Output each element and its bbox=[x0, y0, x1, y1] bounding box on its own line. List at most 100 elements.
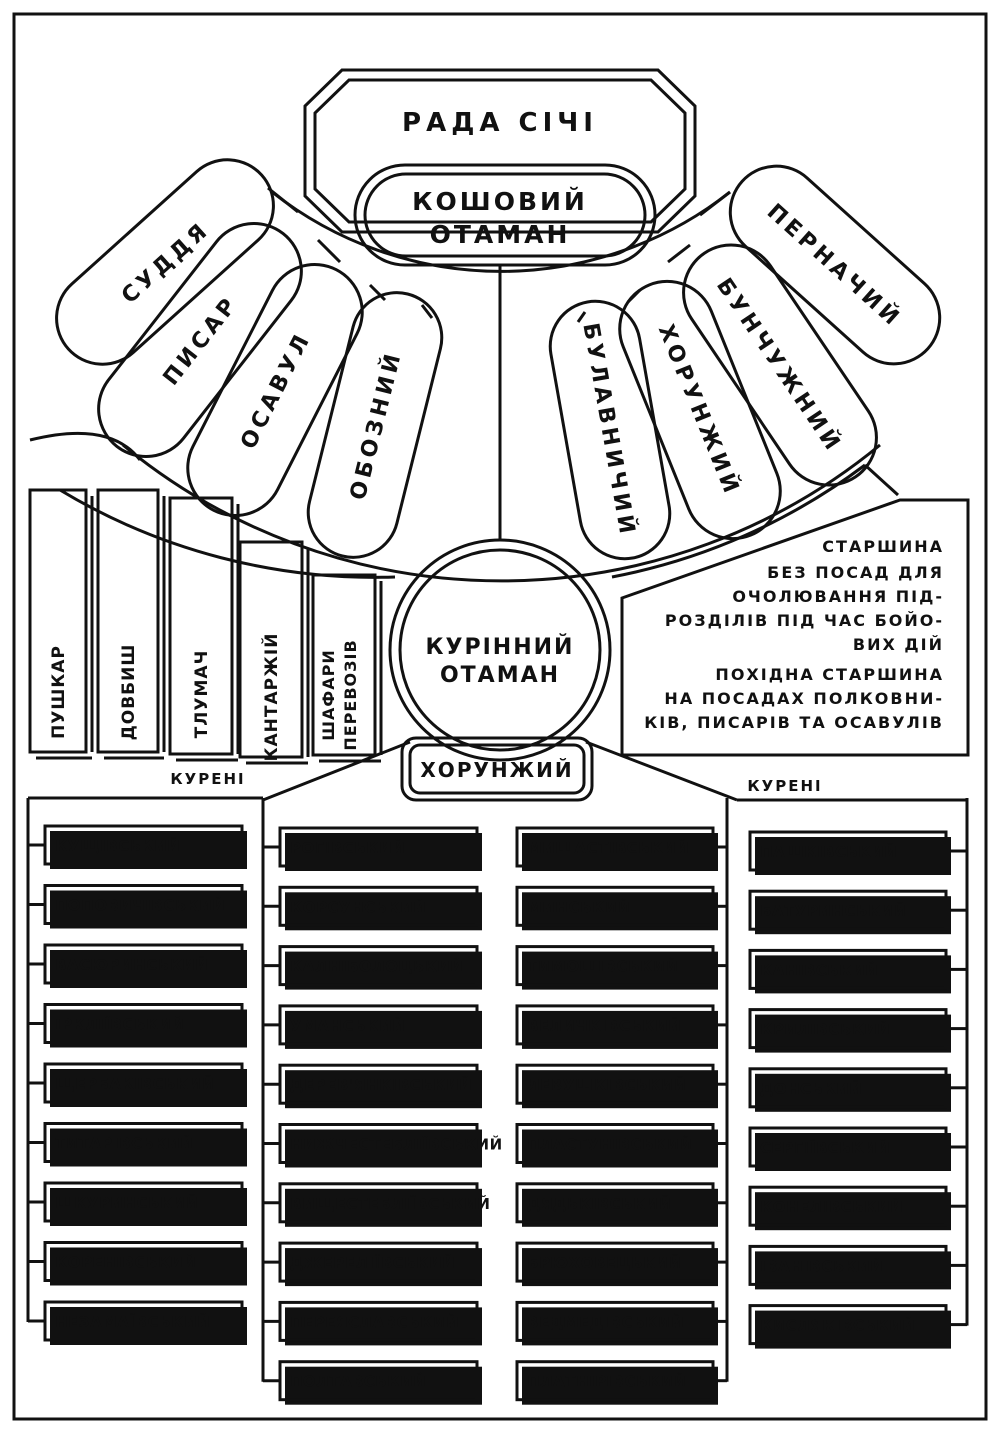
kuren-name: ПАШКІВСЬКИЙ bbox=[760, 842, 897, 861]
rada-sichi-label: РАДА СІЧІ bbox=[402, 108, 598, 138]
kuren-column-2: РОГІВСЬКИЙ КОРСУНСЬКИЙ КАЛНІБОЛОЦЬКИЙ УМАНС… bbox=[261, 798, 503, 1405]
kuren-name: ІРКЛІЇВСЬКИЙ bbox=[55, 1015, 185, 1034]
officer-булавничий-label: БУЛАВНИЧИЙ bbox=[577, 321, 640, 539]
kurinnyi-line2: ОТАМАН bbox=[440, 663, 560, 688]
kuren-item: КРИЛІВСЬКИЙ bbox=[748, 1008, 967, 1053]
kuren-item: РОГІВСЬКИЙ bbox=[263, 826, 482, 871]
officer-кантаржій: КАНТАРЖІЙ bbox=[238, 540, 310, 765]
kurinnyi-line1: КУРІННИЙ bbox=[426, 634, 575, 660]
kuren-item: ВЕДМЕДІВСЬКИЙ bbox=[515, 1300, 727, 1346]
left-kuren-connector bbox=[262, 740, 411, 802]
kuren-item: ПАШКІВСЬКИЙ bbox=[748, 830, 967, 875]
officer-connector bbox=[576, 311, 587, 323]
kuren-item: ДЕРЕВ'ЯНКІВСЬКИЙ bbox=[263, 1063, 482, 1109]
kuren-item: ВАСЮРИНСЬКИЙ bbox=[28, 943, 247, 988]
rada-sichi-box: РАДА СІЧІ bbox=[303, 68, 697, 234]
kuren-name: ДОНСЬКИЙ bbox=[760, 1079, 862, 1098]
kuren-item: БАТУРИНСЬКИЙ bbox=[748, 889, 967, 935]
kuren-name: ТИТАРІВСЬКИЙ bbox=[55, 1134, 193, 1153]
kuren-name: НИЖЧЕСТЕБЛІЇВСЬКИЙ bbox=[290, 1135, 503, 1154]
koshovyi-line2: ОТАМАН bbox=[430, 220, 571, 249]
officer-хорунжий-label: ХОРУНЖИЙ bbox=[653, 321, 746, 500]
kureni-left-label: КУРЕНІ bbox=[170, 770, 245, 788]
kuren-name: БАТУРИНСЬКИЙ bbox=[760, 901, 907, 920]
kuren-name: ТИМОШІВСЬКИЙ bbox=[527, 957, 679, 976]
kuren-item: МИШАСТІВСЬКИЙ bbox=[515, 826, 727, 871]
officer-обозний-label: ОБОЗНИЙ bbox=[345, 348, 407, 503]
kuren-item: КОРСУНСЬКИЙ bbox=[263, 885, 482, 931]
kuren-name: КОРЕНІВСЬКИЙ bbox=[55, 1253, 197, 1272]
kuren-item: КОНЕЛІВСЬКИЙ bbox=[748, 1185, 967, 1231]
kuren-column-4: ПАШКІВСЬКИЙ БАТУРИНСЬКИЙ КАНІВСЬКИЙ КРИЛІВС… bbox=[748, 798, 969, 1349]
officer-пушкар: ПУШКАР bbox=[28, 488, 94, 760]
kuren-item: КАЛНІБОЛОЦЬКИЙ bbox=[263, 945, 482, 990]
elders-note-line: СТАРШИНА bbox=[822, 537, 944, 556]
kuren-item: КУЩІВСЬКИЙ bbox=[28, 824, 247, 869]
kuren-name: ЛЕВУШКІВСЬКИЙ bbox=[527, 1075, 687, 1094]
kuren-name: ДЕРЕВ'ЯНКІВСЬКИЙ bbox=[290, 1075, 472, 1094]
officer-shafary-perevoziv-label-1: ПЕРЕВОЗІВ bbox=[341, 639, 360, 750]
kuren-name: МИНСЬКИЙ bbox=[527, 897, 631, 916]
kuren-name: ВИЩЕСТЕБЛІЇВСЬКИЙ bbox=[290, 1194, 490, 1213]
kuren-item: ТИТАРІВСЬКИЙ bbox=[28, 1122, 247, 1167]
kuren-name: ЩЕРБАКІВСЬКИЙ bbox=[55, 1074, 215, 1093]
officer-connector bbox=[267, 186, 299, 214]
kuren-column-1: КУЩІВСЬКИЙ ПОПОВИЧІВСЬКИЙ ВАСЮРИНСЬКИЙ ІРКЛ… bbox=[26, 798, 247, 1345]
khorunzhyi-box: ХОРУНЖИЙ bbox=[400, 736, 594, 802]
kuren-item: БРЮХОВЕЦЬКИЙ bbox=[515, 1241, 727, 1287]
officer-connector bbox=[368, 283, 387, 302]
koshovyi-line1: КОШОВИЙ bbox=[412, 187, 588, 216]
kuren-item: КИСЛЯКІВСЬКИЙ bbox=[748, 1304, 967, 1349]
kuren-columns: КУЩІВСЬКИЙ ПОПОВИЧІВСЬКИЙ ВАСЮРИНСЬКИЙ ІРКЛ… bbox=[26, 798, 969, 1405]
kuren-name: ВАСЮРИНСЬКИЙ bbox=[55, 955, 209, 974]
kuren-name: КАЛНІБОЛОЦЬКИЙ bbox=[290, 957, 464, 976]
kuren-item: ДОНСЬКИЙ bbox=[748, 1067, 967, 1112]
kuren-name: КИСЛЯКІВСЬКИЙ bbox=[760, 1316, 915, 1335]
kuren-name: КОНЕЛІВСЬКИЙ bbox=[760, 1197, 903, 1216]
kuren-item: КАНІВСЬКИЙ bbox=[748, 948, 967, 994]
officer-перначий-label: ПЕРНАЧИЙ bbox=[762, 199, 907, 333]
kuren-item: ТИМОШІВСЬКИЙ bbox=[515, 945, 727, 990]
kuren-name: БРЮХОВЕЦЬКИЙ bbox=[527, 1253, 682, 1272]
officer-обозний: ОБОЗНИЙ bbox=[306, 291, 444, 559]
kuren-column-3: МИШАСТІВСЬКИЙМИНСЬКИЙТИМОШІВСЬКИЙВЕЛИЧКІ… bbox=[515, 798, 729, 1405]
elders-note-line: НА ПОСАДАХ ПОЛКОВНИ- bbox=[664, 689, 944, 708]
lower-arc-band bbox=[29, 431, 900, 579]
elders-note-line: ОЧОЛЮВАННЯ ПІД- bbox=[732, 587, 944, 606]
kuren-name: ШКУРИНСЬКИЙ bbox=[55, 1193, 199, 1212]
kuren-item: ДЯДЬКІВСЬКИЙ bbox=[515, 1182, 727, 1227]
officer-тлумач-label: ТЛУМАЧ bbox=[192, 650, 212, 739]
officer-connector bbox=[420, 304, 434, 319]
officer-тлумач: ТЛУМАЧ bbox=[168, 496, 240, 762]
kuren-name: КАНІВСЬКИЙ bbox=[760, 960, 878, 979]
kuren-item: УМАНСЬКИЙ bbox=[263, 1004, 482, 1049]
kuren-item: ПЛАТНІРІВСЬКИЙ bbox=[515, 1360, 727, 1405]
elders-note-line: РОЗДІЛІВ ПІД ЧАС БОЙО- bbox=[665, 611, 944, 630]
officer-перначий: ПЕРНАЧИЙ bbox=[728, 164, 942, 366]
officer-shafary-perevoziv-label-0: ШАФАРИ bbox=[319, 649, 338, 741]
kuren-name: ПЛАТНІРІВСЬКИЙ bbox=[527, 1372, 687, 1391]
kuren-name: ПЛАСТУНІВСЬКИЙ bbox=[527, 1135, 693, 1154]
kuren-name: РОГІВСЬКИЙ bbox=[290, 838, 405, 857]
kuren-item: НИЖЧЕСТЕБЛІЇВСЬКИЙ bbox=[263, 1123, 503, 1168]
elders-note-line: КІВ, ПИСАРІВ ТА ОСАВУЛІВ bbox=[644, 713, 944, 732]
kuren-item: ПОПОВИЧІВСЬКИЙ bbox=[28, 884, 247, 929]
officer-connector bbox=[667, 243, 691, 264]
officer-пушкар-label: ПУШКАР bbox=[49, 645, 69, 739]
kuren-name: ВЕДМЕДІВСЬКИЙ bbox=[527, 1312, 684, 1331]
kuren-item: ПЕРЕЯСЛАВСЬКИЙ bbox=[263, 1300, 482, 1346]
kuren-name: ПОПОВИЧІВСЬКИЙ bbox=[55, 896, 226, 915]
kuren-item: ВИЩЕСТЕБЛІЇВСЬКИЙ bbox=[263, 1182, 490, 1227]
kuren-item: КОРЕНІВСЬКИЙ bbox=[28, 1241, 247, 1286]
kuren-item: ІВАНІВСЬКИЙ bbox=[748, 1244, 967, 1290]
elders-note-line: ПОХІДНА СТАРШИНА bbox=[715, 665, 944, 684]
officer-довбиш-label: ДОВБИШ bbox=[119, 644, 139, 741]
kuren-name: ДЯДЬКІВСЬКИЙ bbox=[527, 1194, 672, 1213]
koshovyi-otaman-box: КОШОВИЙ ОТАМАН bbox=[353, 163, 657, 267]
kuren-item: ШКУРИНСЬКИЙ bbox=[28, 1181, 247, 1226]
